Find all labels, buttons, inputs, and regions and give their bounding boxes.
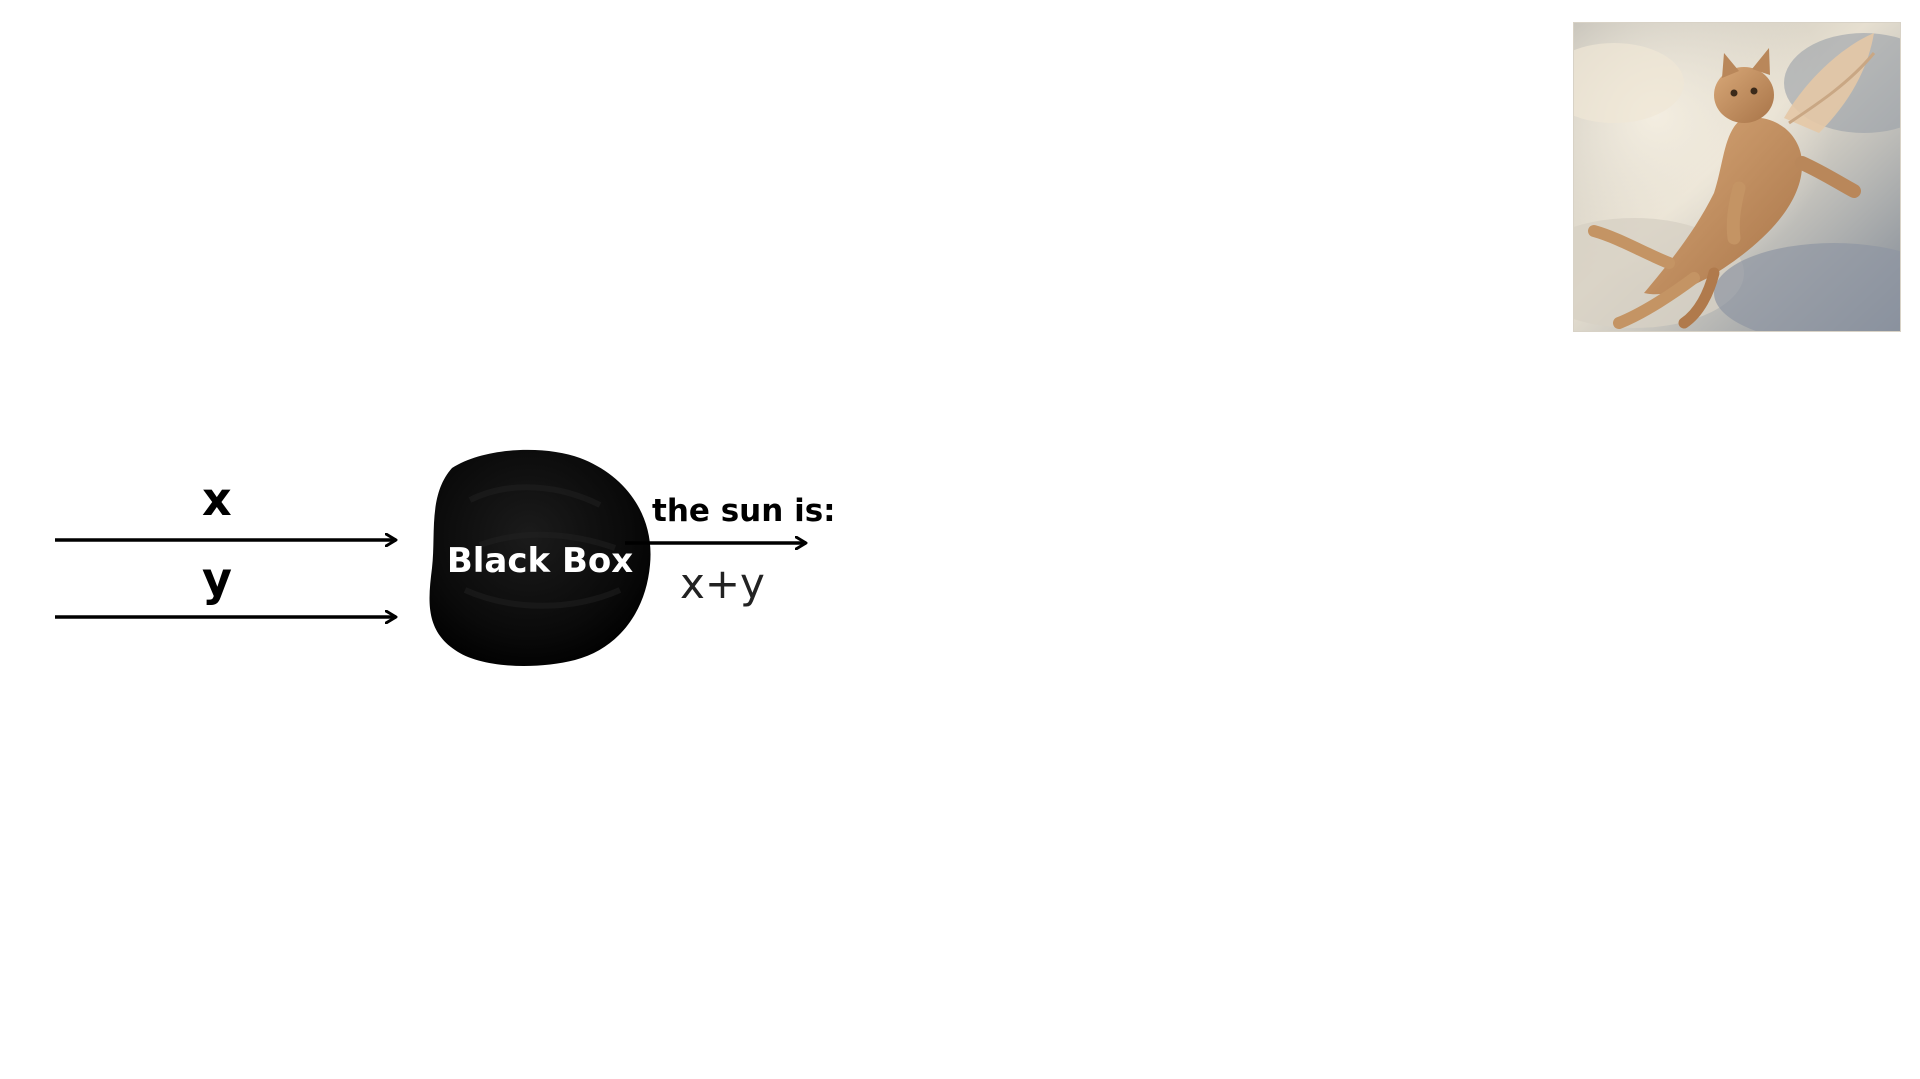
blob-texture bbox=[463, 484, 622, 609]
black-box-label: Black Box bbox=[446, 541, 634, 581]
input-label-y: y bbox=[202, 552, 232, 606]
flying-cat-image bbox=[1573, 22, 1901, 332]
output-value: x+y bbox=[680, 559, 765, 608]
input-label-x: x bbox=[202, 472, 232, 526]
output-title: the sun is: bbox=[652, 493, 836, 529]
